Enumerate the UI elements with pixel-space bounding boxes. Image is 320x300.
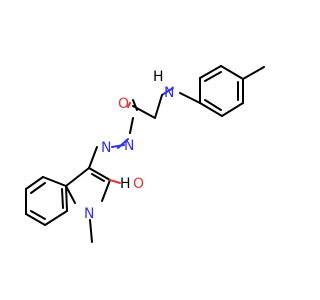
bond <box>199 65 222 79</box>
bond <box>88 167 111 181</box>
bond <box>88 146 98 169</box>
bond <box>132 99 138 111</box>
molecule-structure: O N H N N O H N <box>25 65 265 243</box>
atom-label-o-carbonyl: O <box>118 96 129 112</box>
bond <box>154 94 163 119</box>
bond <box>89 219 93 243</box>
bond <box>109 179 121 184</box>
bond <box>221 102 244 117</box>
bond <box>65 185 68 212</box>
bond <box>111 144 125 148</box>
bond <box>61 188 64 209</box>
atom-label-n-azo-2: N <box>101 140 111 156</box>
bond <box>30 210 46 220</box>
bond <box>204 99 222 111</box>
bond <box>161 87 174 96</box>
bond <box>65 167 90 187</box>
atom-label-n-linker: N <box>164 85 174 101</box>
bond <box>44 210 68 226</box>
bond <box>25 213 46 226</box>
bond <box>25 176 44 190</box>
atom-label-h-linker: H <box>153 69 164 85</box>
tolyl-ring <box>199 65 265 117</box>
bond <box>127 102 131 108</box>
methyl-bond <box>242 66 265 80</box>
benzo-ring <box>25 176 68 226</box>
bond <box>199 102 223 117</box>
atom-label-n-azo-1: N <box>124 138 134 154</box>
bond <box>129 117 134 134</box>
bond <box>30 182 46 194</box>
bond <box>65 185 76 204</box>
atom-label-h-hydroxy: H <box>120 176 131 192</box>
bond <box>220 65 244 80</box>
bond <box>42 176 67 187</box>
atom-label-n-indole: N <box>84 206 94 222</box>
molecule-canvas: O N H N N O H N <box>25 65 265 243</box>
bond <box>101 179 111 202</box>
atom-label-o-hydroxy: O <box>133 176 144 192</box>
bond <box>91 173 105 182</box>
bond <box>204 71 222 82</box>
bond <box>179 92 201 104</box>
indole-five-ring <box>65 167 111 204</box>
